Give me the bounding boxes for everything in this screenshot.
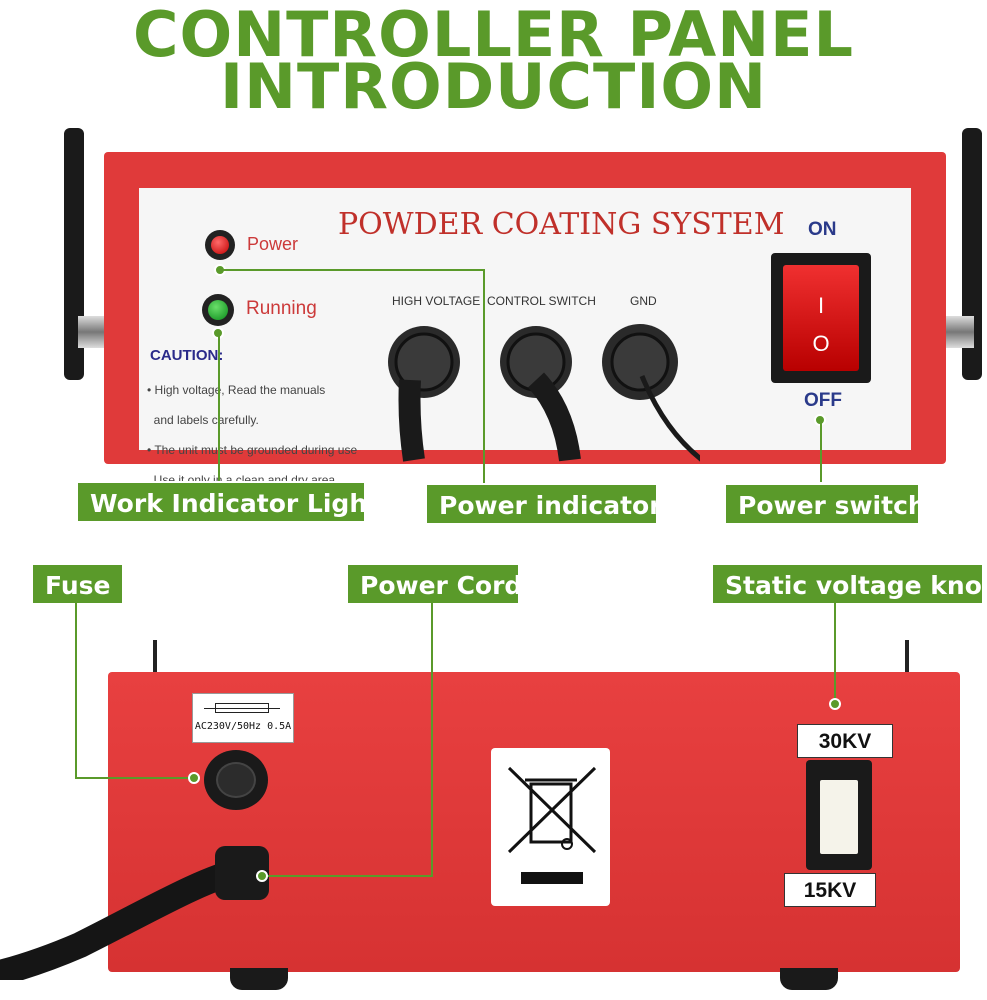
front-connectors — [388, 324, 700, 462]
static-voltage-knob[interactable] — [806, 760, 872, 870]
running-led-label: Running — [246, 298, 317, 319]
back-foot-right — [780, 968, 838, 990]
port-label-high-voltage: HIGH VOLTAGE — [392, 294, 481, 308]
switch-mark-off: O — [812, 331, 830, 356]
power-cord-line-h — [262, 875, 433, 877]
heading-line-2: INTRODUCTION — [220, 50, 767, 123]
power-cord-line-v — [431, 603, 433, 876]
callout-power-switch: Power switch — [724, 483, 926, 525]
knob-dot — [829, 698, 841, 710]
fuse-cap[interactable] — [216, 762, 256, 798]
caution-text: • High voltage, Read the manuals and lab… — [147, 368, 357, 503]
back-rod-right — [905, 640, 909, 672]
back-foot-left — [230, 968, 288, 990]
switch-mark-on: I — [817, 293, 825, 318]
power-indicator-line-v — [483, 269, 485, 483]
control-switch-connector — [500, 326, 581, 462]
power-switch-line — [820, 420, 822, 482]
switch-off-label: OFF — [804, 390, 842, 411]
knob-label-15kv: 15KV — [784, 873, 876, 907]
back-rod-left — [153, 640, 157, 672]
gnd-connector — [602, 324, 700, 462]
power-switch-rocker[interactable]: I O — [783, 265, 859, 371]
callout-work-indicator: Work Indicator Light — [76, 481, 379, 523]
callout-power-indicator: Power indicator — [425, 483, 662, 525]
fuse-dot — [188, 772, 200, 784]
port-label-control-switch: CONTROL SWITCH — [487, 294, 596, 308]
system-title: POWDER COATING SYSTEM — [338, 207, 785, 242]
power-led-lens — [211, 236, 229, 254]
power-indicator-line-h — [220, 269, 484, 271]
power-switch[interactable]: I O — [771, 253, 871, 383]
high-voltage-connector — [388, 326, 460, 462]
switch-on-label: ON — [808, 219, 837, 240]
heading-line-1: CONTROLLER PANEL — [132, 0, 854, 71]
power-cord — [0, 846, 269, 980]
fuse-symbol — [204, 703, 280, 713]
power-led-label: Power — [247, 234, 299, 254]
running-led-lens — [208, 300, 228, 320]
callout-power-cord: Power Cord — [346, 563, 522, 605]
weee-sticker — [491, 748, 610, 906]
caution-line: and labels carefully. — [147, 413, 259, 427]
power-cord-dot — [256, 870, 268, 882]
knob-line-v — [834, 603, 836, 703]
port-label-gnd: GND — [630, 294, 657, 308]
knob-label-30kv: 30KV — [797, 724, 893, 758]
caution-line: • The unit must be grounded during use — [147, 443, 358, 457]
recycle-bin-icon — [507, 766, 597, 884]
callout-static-voltage-knob: Static voltage knob — [711, 563, 987, 605]
fuse-rating: AC230V/50Hz 0.5A — [194, 721, 292, 732]
fuse-holder[interactable] — [204, 750, 268, 810]
callout-fuse: Fuse — [31, 563, 124, 605]
caution-title: CAUTION: — [150, 347, 224, 364]
fuse-line-v — [75, 603, 77, 778]
knob-slider[interactable] — [820, 780, 858, 854]
caution-line: • High voltage, Read the manuals — [147, 383, 326, 397]
work-indicator-line — [218, 333, 220, 481]
fuse-line-h — [75, 777, 195, 779]
fuse-label-sticker: AC230V/50Hz 0.5A — [192, 693, 294, 743]
